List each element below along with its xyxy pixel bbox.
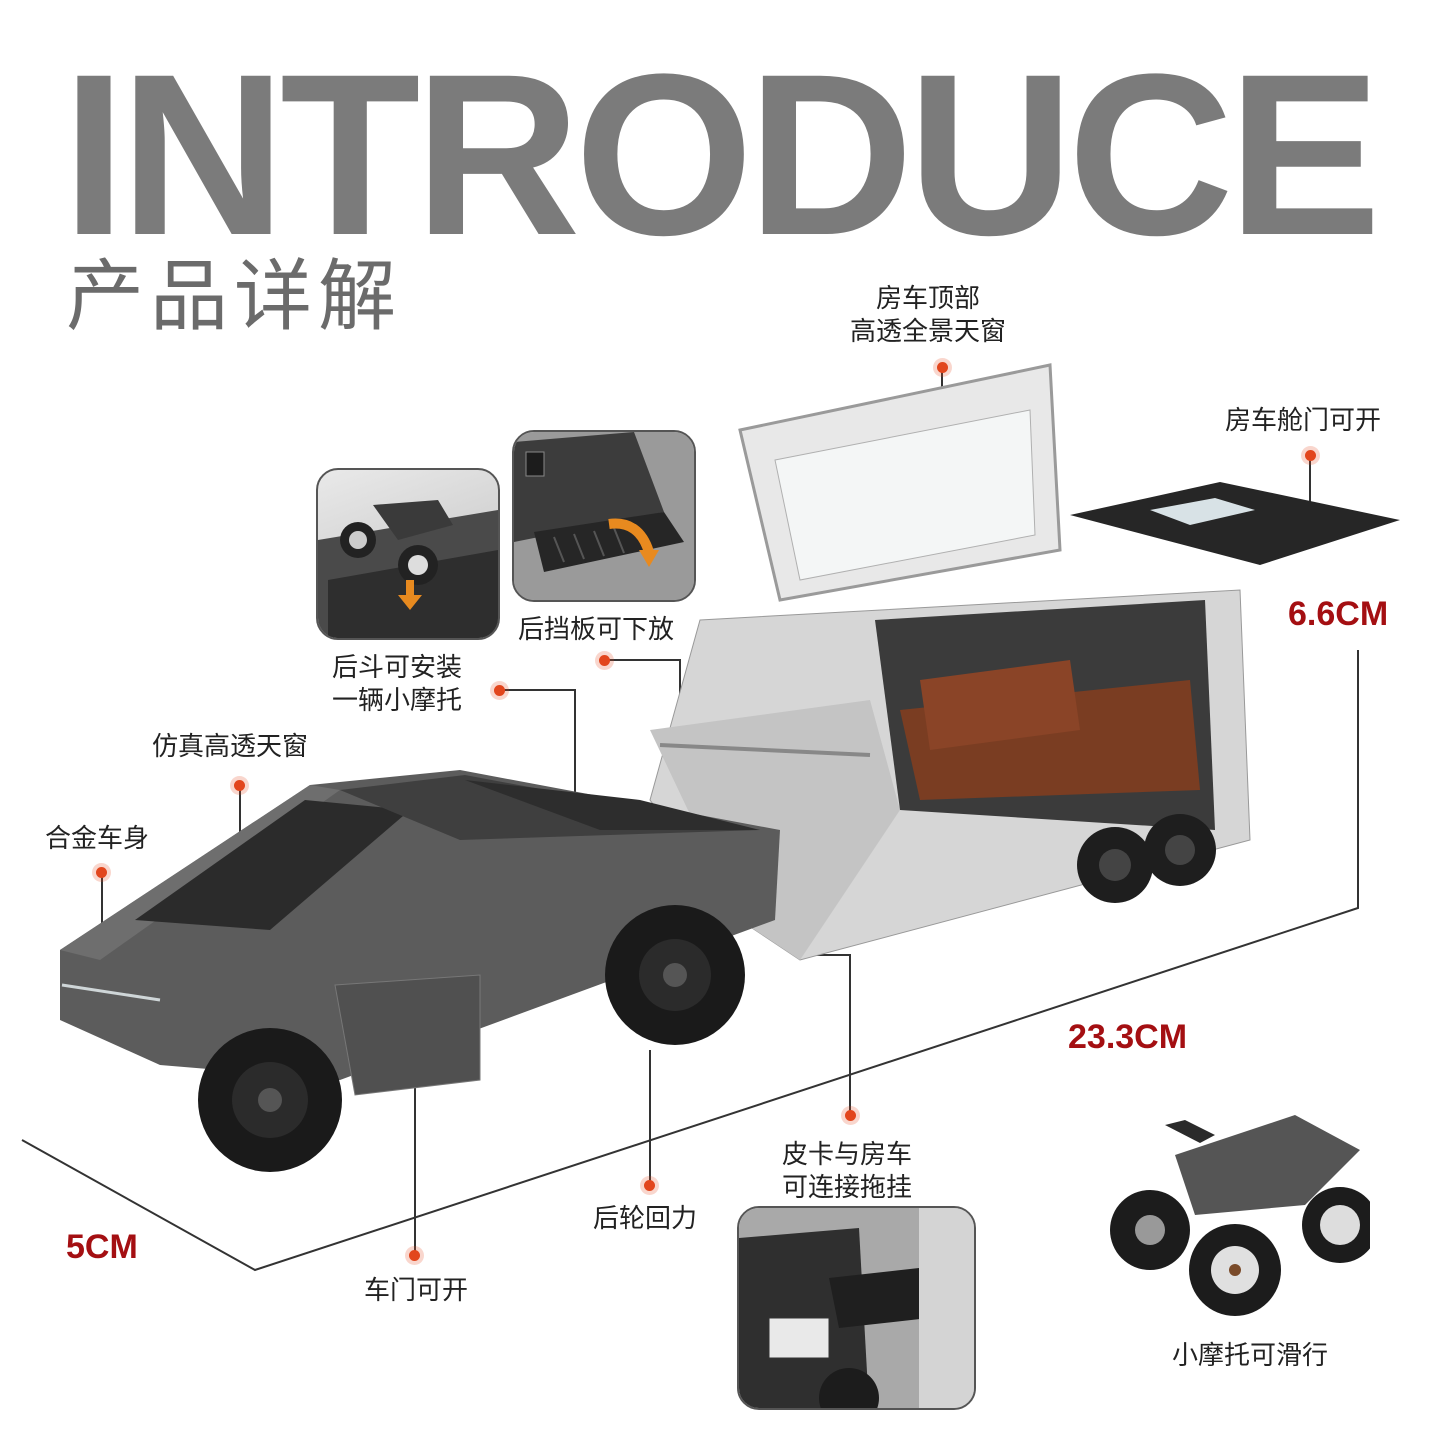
- callout-dot: [409, 1250, 420, 1261]
- dimension-width: 5CM: [66, 1228, 138, 1266]
- dimension-height: 6.6CM: [1288, 595, 1389, 633]
- callout-hitch-line2: 可连接拖挂: [782, 1173, 913, 1203]
- callout-bike-glide: 小摩托可滑行: [1172, 1341, 1329, 1371]
- callout-roof-window: 房车顶部 高透全景天窗: [850, 283, 1006, 349]
- page-subtitle: 产品详解: [66, 252, 403, 342]
- callout-dot: [96, 867, 107, 878]
- callout-dot: [644, 1180, 655, 1191]
- inset-hitch: [737, 1206, 976, 1410]
- callout-tailgate: 后挡板可下放: [518, 615, 675, 645]
- callout-sunroof: 仿真高透天窗: [152, 732, 309, 762]
- callout-hitch-line1: 皮卡与房车: [782, 1140, 913, 1170]
- camper-trailer: [649, 363, 1400, 961]
- inset-tailgate: [512, 430, 696, 602]
- callout-dot: [937, 362, 948, 373]
- page-title: INTRODUCE: [62, 26, 1381, 283]
- callout-roof-window-line1: 房车顶部: [876, 284, 981, 314]
- callout-pullback: 后轮回力: [593, 1204, 698, 1234]
- callout-dot: [845, 1110, 856, 1121]
- callout-roof-window-line2: 高透全景天窗: [850, 317, 1007, 347]
- pickup-truck: [60, 770, 780, 1172]
- inset-bed-motorbike: [316, 468, 500, 640]
- callout-bed-motorbike-line2: 一辆小摩托: [332, 686, 463, 716]
- callout-dot: [234, 780, 245, 791]
- callout-hatch-open: 房车舱门可开: [1225, 406, 1382, 436]
- dimension-length: 23.3CM: [1068, 1018, 1188, 1056]
- callout-dot: [494, 685, 505, 696]
- callout-dot: [1305, 450, 1316, 461]
- callout-door-open: 车门可开: [364, 1276, 469, 1306]
- callout-bed-motorbike-line1: 后斗可安装: [332, 653, 463, 683]
- callout-bed-motorbike: 后斗可安装 一辆小摩托: [332, 652, 462, 718]
- truck-and-camper-image: [60, 363, 1400, 1172]
- atv-image: [1110, 1115, 1370, 1316]
- callout-dot: [599, 655, 610, 666]
- callout-hitch: 皮卡与房车 可连接拖挂: [782, 1139, 912, 1205]
- callout-alloy-body: 合金车身: [45, 824, 150, 854]
